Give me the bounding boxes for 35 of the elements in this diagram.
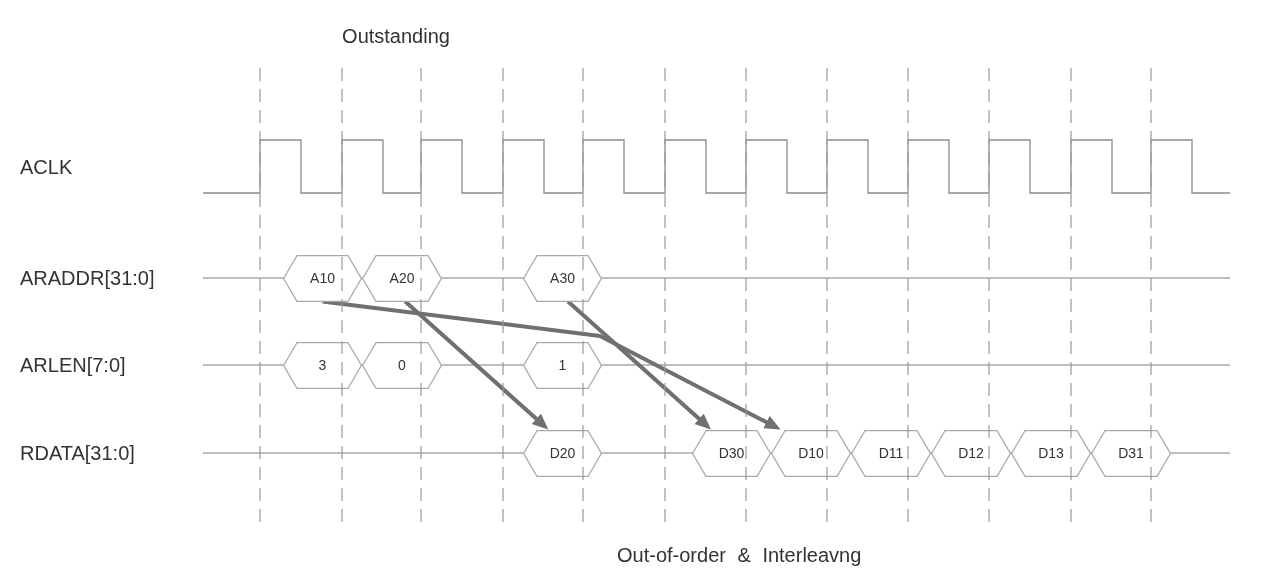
diagram-title: Outstanding xyxy=(342,26,450,46)
bus-value-hexagon xyxy=(362,341,442,389)
bus-value-label: A10 xyxy=(310,271,335,285)
arrow xyxy=(403,300,550,431)
bus-value-label: D30 xyxy=(718,446,745,460)
bus-value-hexagon xyxy=(523,429,602,477)
diagram-caption: Out-of-order & Interleavng xyxy=(617,545,862,565)
bus-value-hexagon xyxy=(771,429,851,477)
bus-value-label: D10 xyxy=(798,446,824,460)
bus-value-hexagon xyxy=(283,341,362,389)
arrow xyxy=(322,299,782,432)
bus-value-hexagon xyxy=(283,254,362,302)
bus-value-label: D20 xyxy=(549,446,576,460)
bus-value-hexagon xyxy=(851,429,931,477)
bus-value-hexagon xyxy=(1091,429,1171,477)
bus-value-hexagon xyxy=(931,429,1011,477)
bus-value-hexagon xyxy=(692,429,771,477)
bus-value-hexagon xyxy=(1011,429,1091,477)
arrow xyxy=(566,300,713,431)
bus-value-label: D31 xyxy=(1118,446,1144,460)
signal-name: RDATA[31:0] xyxy=(20,443,135,463)
bus-value-label: D12 xyxy=(958,446,984,460)
bus-value-label: 1 xyxy=(558,358,567,372)
signal-name: ARADDR[31:0] xyxy=(20,268,155,288)
bus-value-label: 0 xyxy=(398,358,406,372)
bus-value-label: A20 xyxy=(389,271,415,285)
bus-value-hexagon xyxy=(362,254,442,302)
bus-value-label: D11 xyxy=(878,446,904,460)
bus-value-label: A30 xyxy=(550,271,575,285)
signal-name: ARLEN[7:0] xyxy=(20,355,126,375)
signal-name: ACLK xyxy=(20,157,73,177)
bus-value-label: 3 xyxy=(318,358,327,372)
bus-value-hexagon xyxy=(523,254,602,302)
bus-value-hexagon xyxy=(523,341,602,389)
bus-value-label: D13 xyxy=(1038,446,1064,460)
